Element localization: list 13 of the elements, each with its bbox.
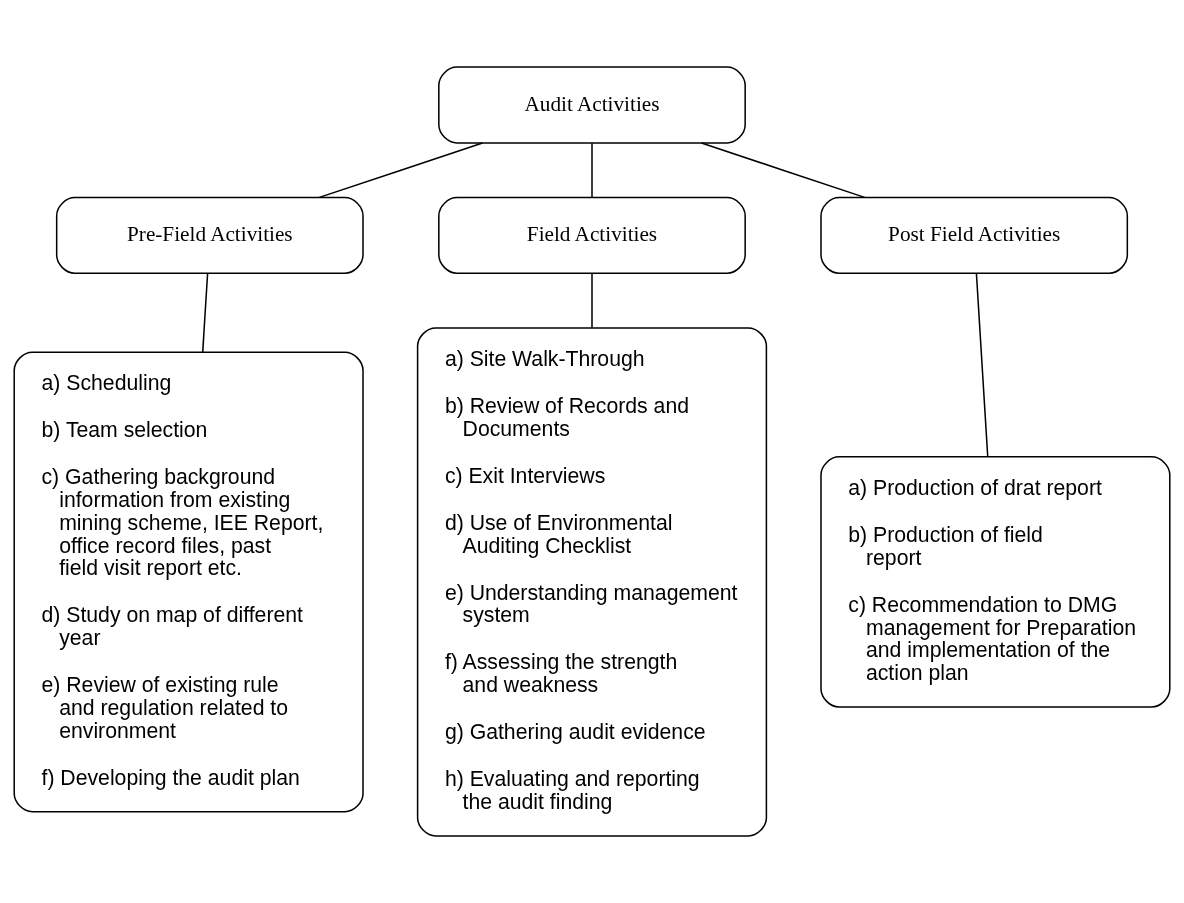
connector [700,142,866,199]
connector [591,142,593,198]
connector [318,142,484,199]
node-box: a) Scheduling b) Team selection c) Gathering background information from existing mining scheme, IEE Report, office record files, past field visit report etc. d) Study on map of different year e) Review of existing rule and regulation related to environment f) Developing the audit plan [13,351,364,813]
node-box: a) Production of drat report b) Production of field report c) Recommendation to DMG management for Preparation and implementation of the action plan [820,456,1171,708]
node-box: a) Site Walk-Through b) Review of Records and Documents c) Exit Interviews d) Use of Environmental Auditing Checklist e) Understanding management system f) Assessing the strength and weakness g) Gathering audit evidence h) Evaluating and reporting the audit finding [416,327,768,837]
node-box: Pre-Field Activities [55,196,364,275]
connector [975,272,989,458]
connector [591,272,593,329]
node-box: Audit Activities [438,66,746,144]
node-box: Post Field Activities [820,196,1129,275]
connector [201,272,209,353]
node-box: Field Activities [438,196,746,275]
